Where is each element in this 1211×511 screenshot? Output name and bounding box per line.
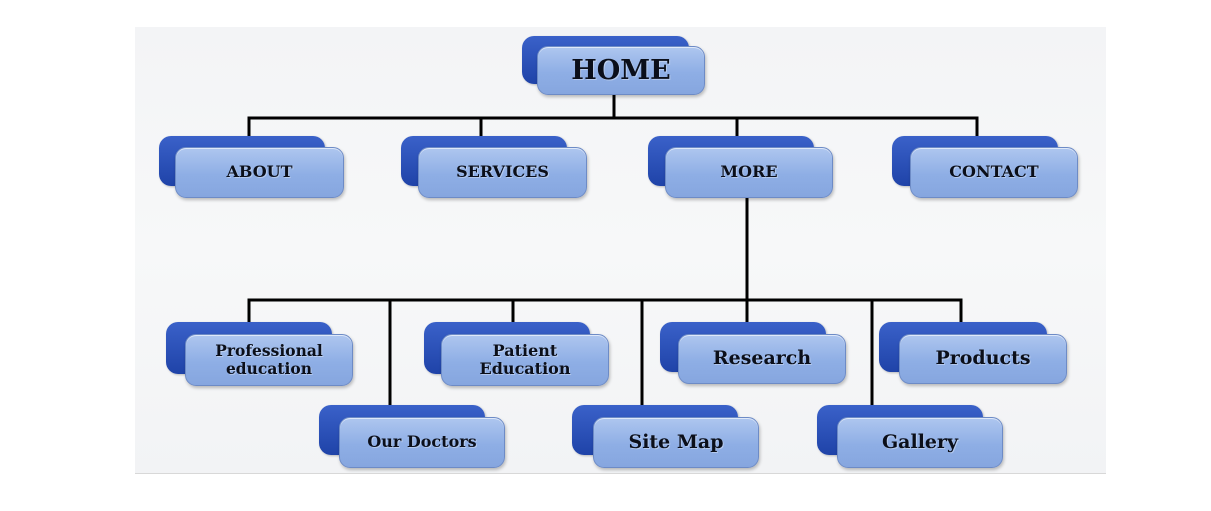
node-home[interactable]: HOME [522, 36, 705, 96]
node-about[interactable]: ABOUT [159, 136, 344, 198]
node-research[interactable]: Research [660, 322, 846, 384]
node-patient-education[interactable]: Patient Education [424, 322, 609, 386]
diagram-canvas [135, 27, 1106, 474]
node-home-label: HOME [571, 54, 671, 86]
node-products[interactable]: Products [879, 322, 1067, 384]
node-more[interactable]: MORE [648, 136, 833, 198]
node-our-doctors-label: Our Doctors [367, 432, 477, 452]
node-contact-label: CONTACT [949, 162, 1039, 182]
node-site-map[interactable]: Site Map [572, 405, 759, 468]
node-gallery-label: Gallery [881, 430, 959, 453]
node-products-label: Products [935, 347, 1031, 370]
node-patient-education-label: Patient Education [479, 340, 571, 378]
node-more-label: MORE [720, 162, 778, 182]
node-contact[interactable]: CONTACT [892, 136, 1078, 198]
node-research-label: Research [712, 347, 812, 370]
node-about-label: ABOUT [226, 162, 293, 182]
node-professional-education-label: Professional education [215, 341, 323, 378]
node-gallery[interactable]: Gallery [817, 405, 1003, 468]
node-site-map-label: Site Map [628, 430, 724, 453]
node-our-doctors[interactable]: Our Doctors [319, 405, 505, 468]
node-services[interactable]: SERVICES [401, 136, 587, 198]
node-services-label: SERVICES [456, 162, 549, 182]
node-professional-education[interactable]: Professional education [166, 322, 353, 386]
